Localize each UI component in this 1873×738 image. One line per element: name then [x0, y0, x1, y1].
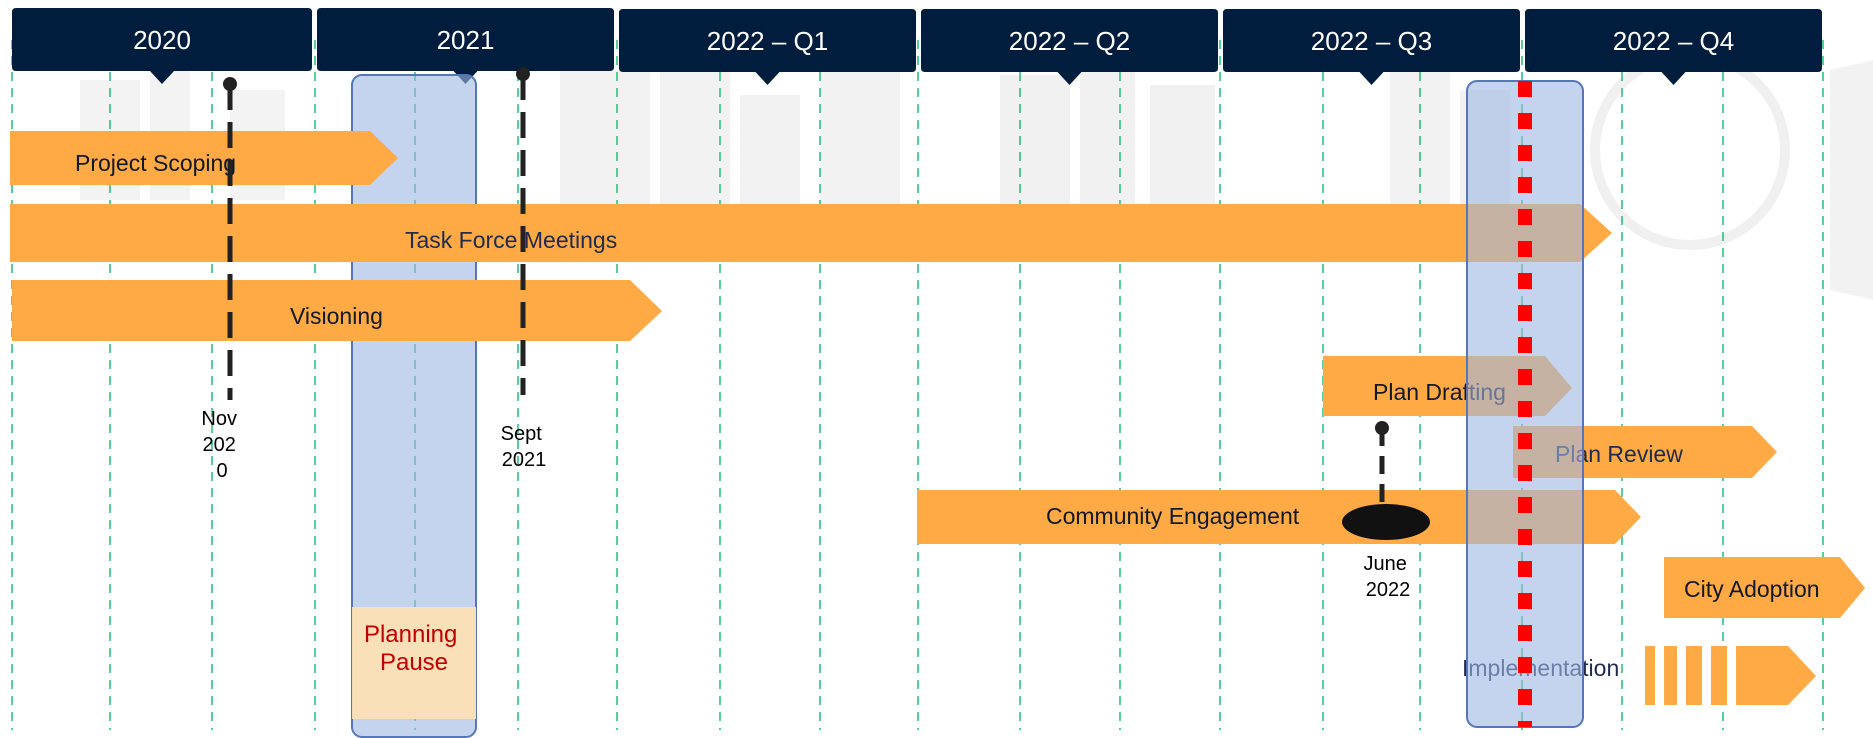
- bar-label: Project Scoping: [75, 150, 236, 176]
- bar-label: Community Engagement: [1046, 503, 1300, 529]
- bar-label: Task Force Meetings: [405, 227, 617, 253]
- bar-visioning: Visioning: [12, 280, 662, 341]
- milestone-nov-2020: Nov 202 0: [201, 77, 242, 482]
- milestone-june-2022: June 2022: [1342, 421, 1430, 601]
- bar-city-adoption: City Adoption: [1664, 557, 1865, 618]
- header-tab: 2021: [317, 8, 614, 84]
- bar-task-force-meetings: Task Force Meetings: [10, 204, 1612, 262]
- bar-label: Visioning: [290, 303, 383, 329]
- header-label: 2021: [437, 25, 495, 55]
- header-label: 2020: [133, 25, 191, 55]
- milestones: Nov 202 0 Sept 2021 June 2022: [201, 67, 1430, 601]
- milestone-label: June 2022: [1364, 553, 1413, 601]
- bar-community-engagement: Community Engagement: [917, 490, 1641, 544]
- header-tab: 2022 – Q1: [619, 9, 916, 85]
- header-label: 2022 – Q3: [1311, 26, 1432, 56]
- header-tab: 2020: [12, 8, 312, 84]
- header-tab: 2022 – Q4: [1525, 9, 1822, 85]
- header-label: 2022 – Q2: [1009, 26, 1130, 56]
- header-tab: 2022 – Q3: [1223, 9, 1520, 85]
- header-label: 2022 – Q1: [707, 26, 828, 56]
- bar-label: City Adoption: [1684, 576, 1820, 602]
- period-headers: 2020 2021 2022 – Q1 2022 – Q2 2022 – Q3 2022 …: [12, 8, 1822, 85]
- milestone-sept-2021: Sept 2021: [501, 67, 548, 471]
- header-label: 2022 – Q4: [1613, 26, 1734, 56]
- bar-project-scoping: Project Scoping: [10, 131, 398, 185]
- planning-pause-label: Planning Pause: [364, 621, 464, 676]
- task-bars: Project Scoping Task Force Meetings Visi…: [10, 131, 1865, 705]
- milestone-label: Nov 202 0: [201, 408, 242, 482]
- header-tab: 2022 – Q2: [921, 9, 1218, 85]
- milestone-label: Sept 2021: [501, 423, 548, 471]
